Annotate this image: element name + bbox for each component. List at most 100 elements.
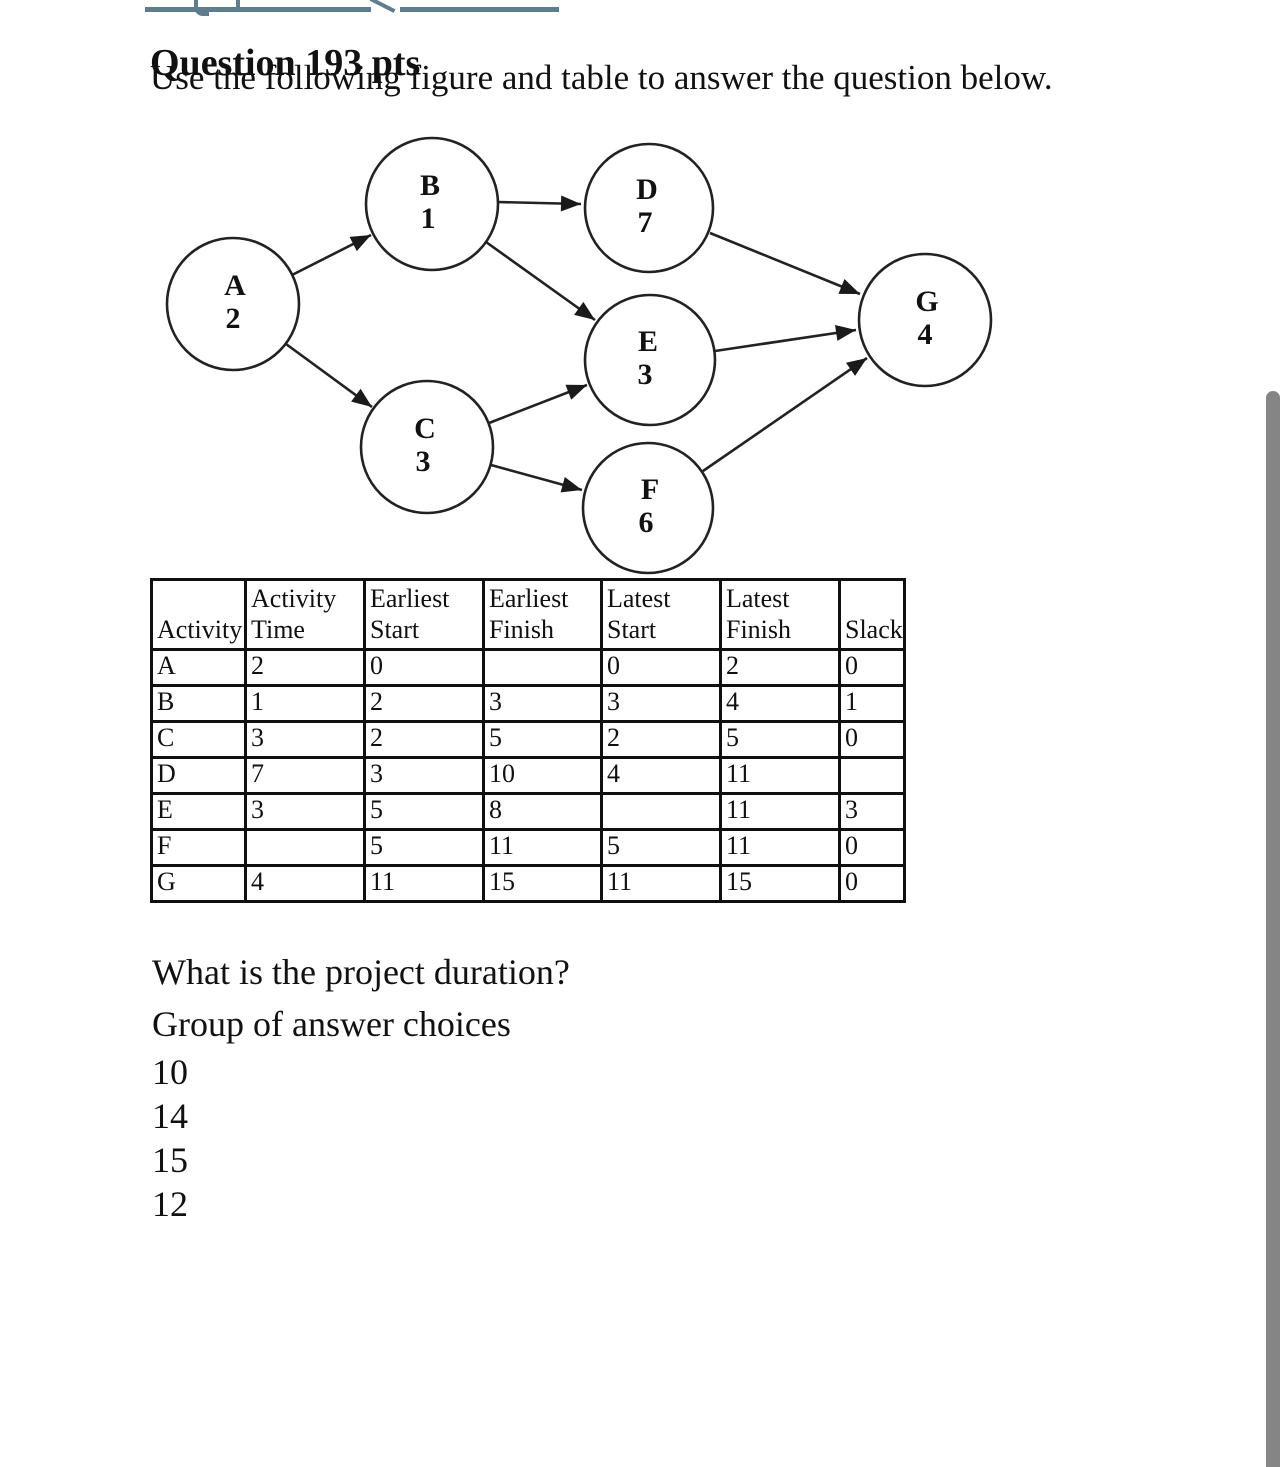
table-cell: G xyxy=(150,864,247,903)
table-header-line2: Activity xyxy=(157,615,243,644)
table-cell xyxy=(600,792,722,831)
node-D: D 7 xyxy=(583,142,715,274)
clipped-underline-right xyxy=(400,7,559,12)
table-header-cell: Activity xyxy=(150,578,247,651)
table-cell: 4 xyxy=(244,864,366,903)
edge-C-E xyxy=(488,383,588,425)
answer-option-4[interactable]: 12 xyxy=(152,1184,188,1224)
question-block: What is the project duration? Group of a… xyxy=(152,946,570,1226)
table-cell: B xyxy=(150,684,247,723)
table-cell: 1 xyxy=(838,684,906,723)
clipped-letter-descender-g xyxy=(194,0,209,16)
table-header-line1: Earliest xyxy=(370,584,450,613)
table-cell: 5 xyxy=(363,792,485,831)
table-header-line2: Finish xyxy=(726,615,792,644)
table-cell: 5 xyxy=(719,720,841,759)
node-F: F 6 xyxy=(581,441,715,575)
table-cell: 1 xyxy=(244,684,366,723)
table-header-line2: Time xyxy=(251,615,305,644)
table-header-line2: Start xyxy=(370,615,420,644)
question-text: What is the project duration? xyxy=(152,952,570,992)
table-header-line2: Slack xyxy=(845,615,903,644)
table-cell: C xyxy=(150,720,247,759)
table-cell: 0 xyxy=(838,720,906,759)
table-cell: 11 xyxy=(363,864,485,903)
table-cell: 5 xyxy=(363,828,485,867)
node-G-letter: G xyxy=(915,285,938,318)
answer-option-3[interactable]: 15 xyxy=(152,1140,188,1180)
edge-D-G xyxy=(709,231,861,296)
table-cell xyxy=(482,648,603,687)
table-cell: F xyxy=(150,828,247,867)
table-cell: 11 xyxy=(719,828,841,867)
clipped-letter-tail-q xyxy=(369,0,396,13)
node-F-time: 6 xyxy=(639,506,654,539)
question-title: Question 193 pts xyxy=(150,42,421,85)
table-header-line1: Latest xyxy=(726,584,790,613)
node-A: A 2 xyxy=(165,236,301,372)
table-cell: 2 xyxy=(244,648,366,687)
edge-A-B xyxy=(291,233,372,277)
table-header-line1: Activity xyxy=(251,584,337,613)
table-cell: 11 xyxy=(482,828,603,867)
table-cell: 4 xyxy=(600,756,722,795)
node-A-time: 2 xyxy=(226,302,241,335)
table-cell: 11 xyxy=(719,756,841,795)
table-cell: 8 xyxy=(482,792,603,831)
table-cell: 2 xyxy=(600,720,722,759)
table-cell: 3 xyxy=(482,684,603,723)
node-B: B 1 xyxy=(364,136,500,272)
table-cell: 0 xyxy=(838,828,906,867)
table-header-line1: Earliest xyxy=(489,584,569,613)
node-G: G 4 xyxy=(857,252,993,388)
table-cell: 4 xyxy=(719,684,841,723)
node-B-time: 1 xyxy=(421,202,436,235)
node-G-time: 4 xyxy=(918,318,933,351)
table-cell: 3 xyxy=(838,792,906,831)
table-cell: 0 xyxy=(600,648,722,687)
table-cell: 3 xyxy=(244,720,366,759)
node-G-circle xyxy=(857,252,993,388)
table-cell: E xyxy=(150,792,247,831)
table-cell: A xyxy=(150,648,247,687)
table-header-line1: Latest xyxy=(607,584,671,613)
node-E-circle xyxy=(583,293,717,427)
node-B-circle xyxy=(364,136,500,272)
table-cell: 2 xyxy=(719,648,841,687)
edge-C-F xyxy=(490,463,583,493)
table-cell: 3 xyxy=(244,792,366,831)
question-instruction: Use the following figure and table to an… xyxy=(150,58,1053,97)
node-C-circle xyxy=(359,379,495,515)
node-E-time: 3 xyxy=(638,358,653,391)
table-cell: 0 xyxy=(838,648,906,687)
table-cell: 0 xyxy=(363,648,485,687)
answer-option-2[interactable]: 14 xyxy=(152,1096,188,1136)
edge-B-D xyxy=(497,195,582,212)
scrollbar-thumb[interactable] xyxy=(1266,391,1280,1467)
table-header-cell: Slack xyxy=(838,578,906,651)
node-A-letter: A xyxy=(224,269,246,302)
node-F-letter: F xyxy=(641,473,659,506)
table-header-line2: Start xyxy=(607,615,657,644)
answer-option-1[interactable]: 10 xyxy=(152,1052,188,1092)
node-E-letter: E xyxy=(638,325,658,358)
node-D-circle xyxy=(583,142,715,274)
table-cell: D xyxy=(150,756,247,795)
table-cell: 0 xyxy=(838,864,906,903)
edge-F-G xyxy=(702,356,868,473)
node-C-letter: C xyxy=(414,412,436,445)
node-F-circle xyxy=(581,441,715,575)
table-cell: 7 xyxy=(244,756,366,795)
